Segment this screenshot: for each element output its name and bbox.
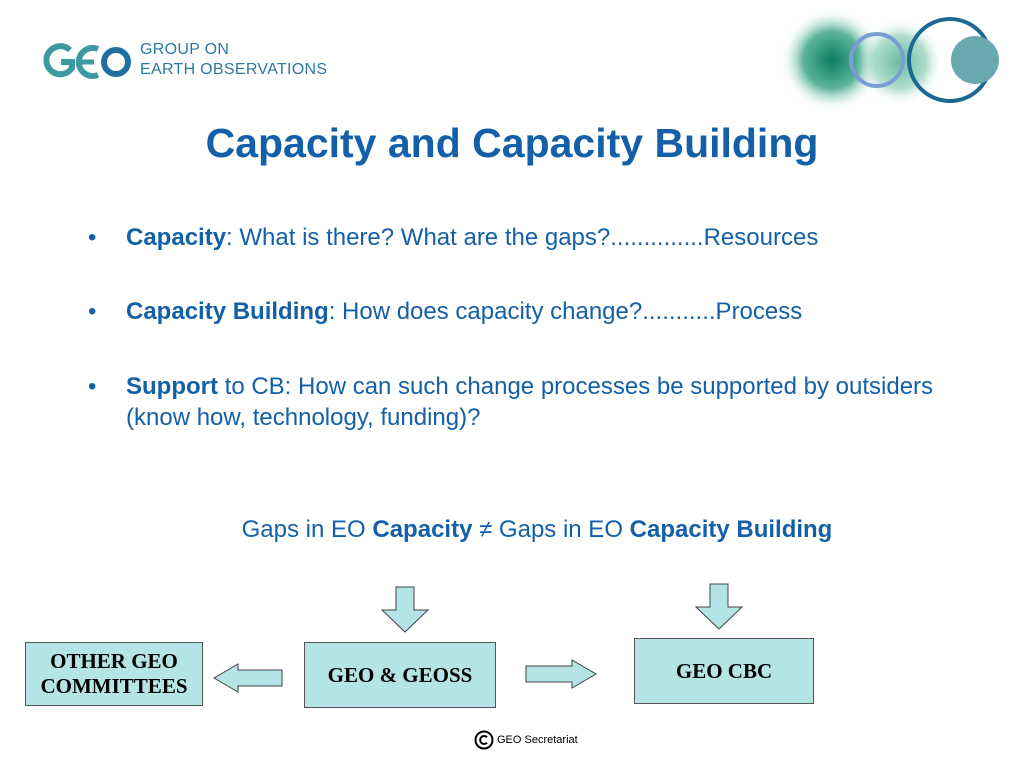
bullet-dot-icon: • bbox=[88, 373, 97, 400]
bullet-item-support: • Support to CB: How can such change pro… bbox=[88, 371, 978, 435]
bullet-bold: Support bbox=[126, 373, 218, 400]
right-arrow-icon bbox=[525, 659, 597, 689]
circles-decoration-icon bbox=[780, 10, 999, 110]
geo-geoss-box: GEO & GEOSS bbox=[304, 642, 496, 708]
copyright-icon bbox=[474, 730, 494, 750]
left-arrow-icon bbox=[213, 663, 283, 693]
other-geo-committees-box: OTHER GEO COMMITTEES bbox=[25, 642, 203, 706]
bullet-text: : How does capacity change?...........Pr… bbox=[328, 298, 803, 325]
logo-line-2: EARTH OBSERVATIONS bbox=[140, 61, 328, 78]
gaps-statement: Gaps in EO Capacity ≠ Gaps in EO Capacit… bbox=[0, 516, 1024, 544]
slide-title: Capacity and Capacity Building bbox=[205, 120, 819, 166]
bullet-text: to CB: How can such change processes be … bbox=[126, 373, 934, 431]
bullet-bold: Capacity bbox=[126, 224, 227, 251]
geo-logo-mark-icon bbox=[43, 43, 131, 79]
box-line-1: OTHER GEO bbox=[50, 649, 178, 673]
footer-text: GEO Secretariat bbox=[497, 734, 578, 746]
down-arrow-icon bbox=[694, 583, 744, 630]
geo-cbc-box: GEO CBC bbox=[634, 638, 814, 704]
footer: GEO Secretariat bbox=[474, 730, 578, 752]
logo-line-1: GROUP ON bbox=[140, 41, 230, 58]
down-arrow-icon bbox=[380, 586, 430, 633]
bullet-item-capacity: • Capacity: What is there? What are the … bbox=[88, 222, 978, 254]
gaps-bold-2: Capacity Building bbox=[629, 516, 833, 543]
box-line-2: COMMITTEES bbox=[40, 674, 188, 698]
logo-wordmark: GROUP ON EARTH OBSERVATIONS bbox=[140, 40, 327, 80]
gaps-text-2: ≠ Gaps in EO bbox=[472, 516, 630, 543]
gaps-bold-1: Capacity bbox=[372, 516, 473, 543]
bullet-dot-icon: • bbox=[88, 298, 97, 325]
geo-logo: GROUP ON EARTH OBSERVATIONS bbox=[40, 38, 340, 88]
bullet-item-capacity-building: • Capacity Building: How does capacity c… bbox=[88, 296, 978, 328]
gaps-text-1: Gaps in EO bbox=[241, 516, 373, 543]
bullet-dot-icon: • bbox=[88, 224, 97, 251]
bullet-text: : What is there? What are the gaps?.....… bbox=[226, 224, 819, 251]
bullet-bold: Capacity Building bbox=[126, 298, 329, 325]
